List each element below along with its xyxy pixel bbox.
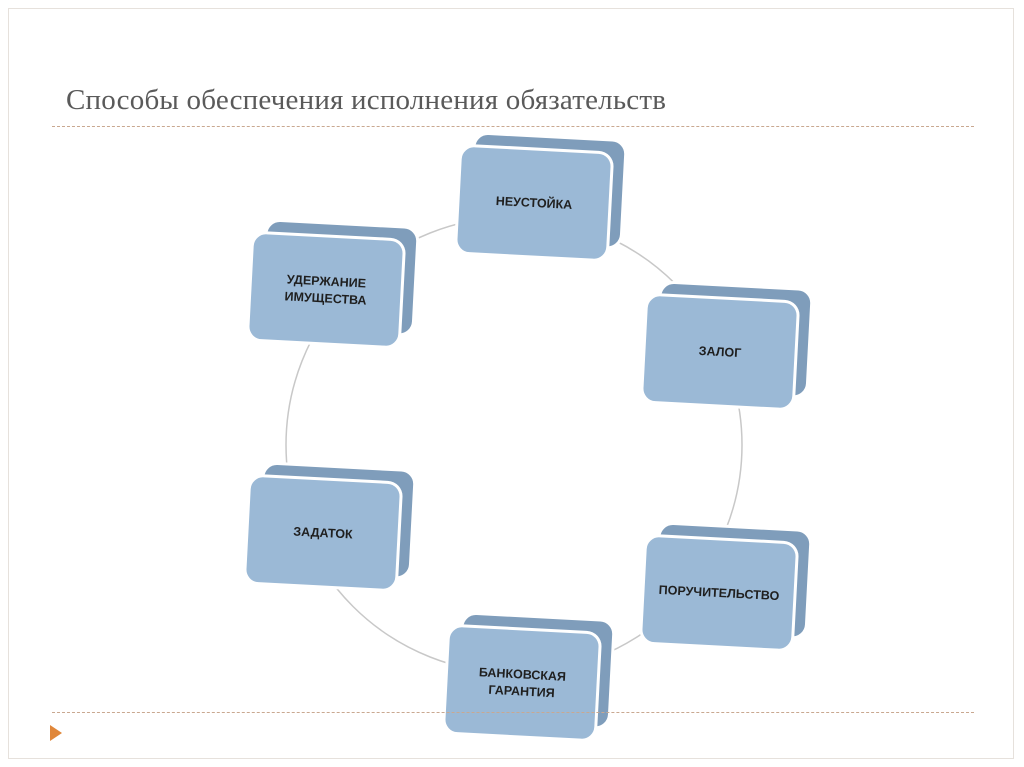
node-face [639,534,799,652]
node-bankovskaya-garantiya: БАНКОВСКАЯГАРАНТИЯ [442,612,616,742]
node-label: БАНКОВСКАЯГАРАНТИЯ [478,665,567,701]
node-label: НЕУСТОЙКА [495,193,572,212]
node-face [454,144,614,262]
slide-title: Способы обеспечения исполнения обязатель… [66,84,667,116]
title-divider [52,126,974,127]
node-label: УДЕРЖАНИЕИМУЩЕСТВА [284,272,368,307]
node-label-line: ИМУЩЕСТВА [284,289,367,307]
node-label: ПОРУЧИТЕЛЬСТВО [658,583,779,603]
node-label-line: ПОРУЧИТЕЛЬСТВО [658,583,779,603]
node-face [246,231,406,349]
footer-divider [52,712,974,713]
node-face [243,474,403,592]
node-zadatok: ЗАДАТОК [243,462,417,592]
node-label: ЗАЛОГ [698,344,741,360]
node-zalog: ЗАЛОГ [640,281,814,411]
node-face [442,624,602,742]
node-poruchitelstvo: ПОРУЧИТЕЛЬСТВО [639,522,813,652]
node-neustoyka: НЕУСТОЙКА [454,132,628,262]
slide-frame [8,8,1014,759]
node-uderzhanie-imushchestva: УДЕРЖАНИЕИМУЩЕСТВА [246,219,420,349]
play-arrow-icon [50,725,62,741]
node-label-line: НЕУСТОЙКА [495,193,572,212]
node-label-line: ЗАДАТОК [293,524,353,541]
node-face [640,293,800,411]
node-label-line: УДЕРЖАНИЕ [287,272,367,290]
node-label-line: БАНКОВСКАЯ [479,665,567,684]
node-label-line: ГАРАНТИЯ [488,683,555,700]
node-label-line: ЗАЛОГ [698,344,741,360]
node-label: ЗАДАТОК [293,524,353,541]
